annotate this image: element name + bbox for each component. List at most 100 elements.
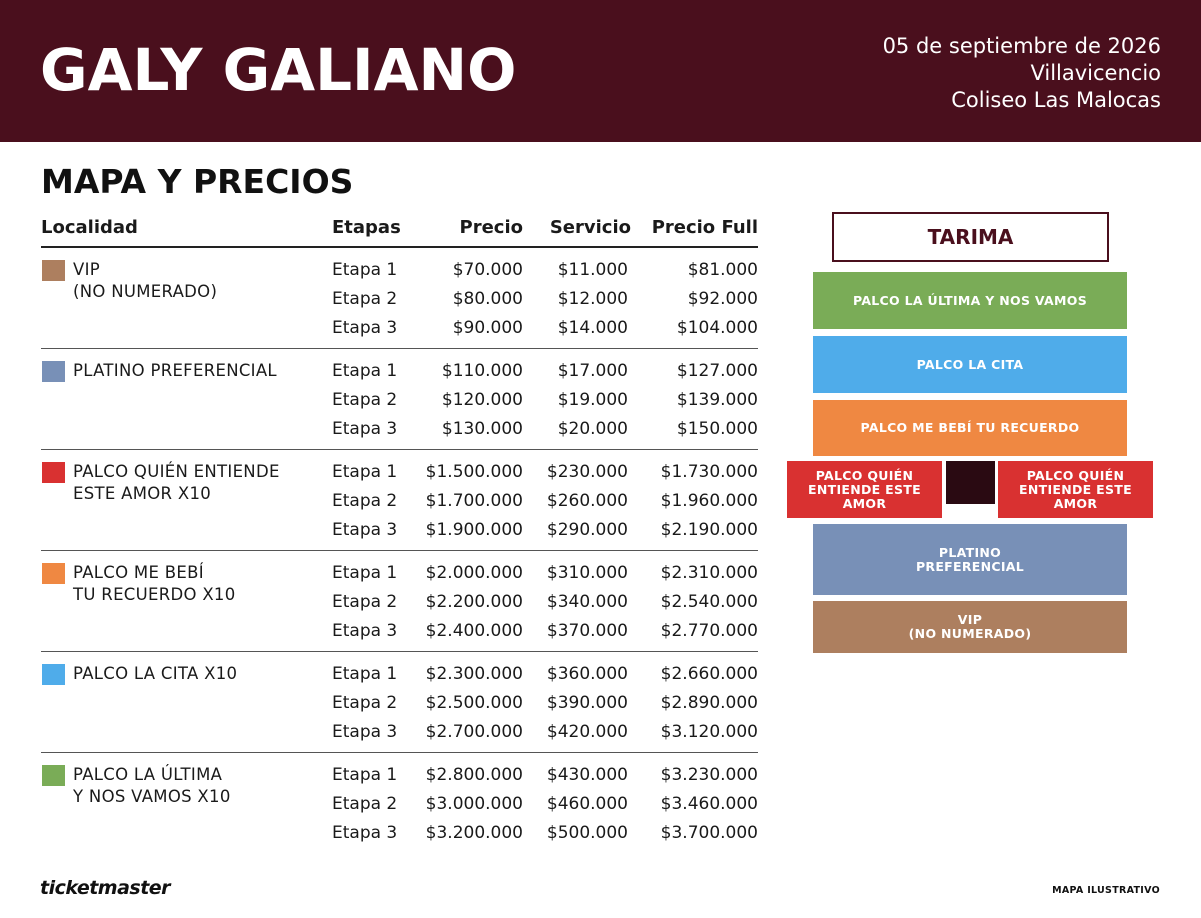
locality-name: PLATINO PREFERENCIAL	[73, 361, 277, 380]
zone-palco-quien-left[interactable]: PALCO QUIÉN ENTIENDE ESTE AMOR	[787, 461, 942, 518]
table-row: Etapa 1 $70.000 $11.000 $81.000	[41, 256, 758, 285]
etapa-cell: Etapa 2	[332, 491, 398, 511]
zone-palco-ultima[interactable]: PALCO LA ÚLTIMA Y NOS VAMOS	[813, 272, 1127, 329]
table-header: Localidad Etapas Precio Servicio Precio …	[41, 212, 758, 248]
etapa-cell: Etapa 3	[332, 419, 398, 439]
precio-full-cell: $2.770.000	[660, 621, 758, 641]
locality-name: VIP (NO NUMERADO)	[73, 260, 218, 301]
etapa-cell: Etapa 3	[332, 823, 398, 843]
table-row: Etapa 2$2.500.000$390.000$2.890.000	[41, 689, 758, 718]
precio-cell: $80.000	[452, 289, 523, 309]
etapa-cell: Etapa 1	[332, 462, 398, 482]
col-header-precio-full: Precio Full	[651, 217, 758, 238]
etapa-cell: Etapa 1	[332, 765, 398, 785]
precio-full-cell: $1.730.000	[660, 462, 758, 482]
event-header: GALY GALIANO 05 de septiembre de 2026 Vi…	[0, 0, 1201, 142]
col-header-precio: Precio	[459, 217, 523, 238]
event-date: 05 de septiembre de 2026	[882, 34, 1161, 58]
table-row: Etapa 1$2.300.000$360.000$2.660.000	[41, 660, 758, 689]
locality-group: PLATINO PREFERENCIAL Etapa 1 $110.000 $17.0…	[41, 349, 758, 450]
etapa-cell: Etapa 2	[332, 794, 398, 814]
servicio-cell: $19.000	[557, 390, 628, 410]
etapa-cell: Etapa 2	[332, 693, 398, 713]
table-row: Etapa 3$1.900.000$290.000$2.190.000	[41, 516, 758, 545]
etapa-cell: Etapa 3	[332, 520, 398, 540]
zone-vip[interactable]: VIP (NO NUMERADO)	[813, 601, 1127, 653]
precio-cell: $2.700.000	[425, 722, 523, 742]
locality-name: PALCO LA ÚLTIMA Y NOS VAMOS X10	[73, 765, 231, 806]
precio-cell: $120.000	[441, 390, 523, 410]
table-row: Etapa 1$2.000.000$310.000$2.310.000	[41, 559, 758, 588]
zone-palco-quien-right[interactable]: PALCO QUIÉN ENTIENDE ESTE AMOR	[998, 461, 1153, 518]
zone-palco-bebi[interactable]: PALCO ME BEBÍ TU RECUERDO	[813, 400, 1127, 456]
precio-full-cell: $92.000	[687, 289, 758, 309]
locality-group: PALCO LA ÚLTIMA Y NOS VAMOS X10 Etapa 1 $2…	[41, 753, 758, 853]
servicio-cell: $11.000	[557, 260, 628, 280]
precio-cell: $110.000	[441, 361, 523, 381]
locality-name: PALCO LA CITA X10	[73, 664, 238, 683]
etapa-cell: Etapa 3	[332, 621, 398, 641]
table-row: Etapa 2$1.700.000$260.000$1.960.000	[41, 487, 758, 516]
table-row: Etapa 3$90.000$14.000$104.000	[41, 314, 758, 343]
servicio-cell: $420.000	[546, 722, 628, 742]
price-table: Localidad Etapas Precio Servicio Precio …	[41, 212, 758, 853]
servicio-cell: $260.000	[546, 491, 628, 511]
servicio-cell: $500.000	[546, 823, 628, 843]
precio-cell: $2.300.000	[425, 664, 523, 684]
table-row: Etapa 1$110.000$17.000$127.000	[41, 357, 758, 386]
etapa-cell: Etapa 1	[332, 260, 398, 280]
locality-name: PALCO ME BEBÍ TU RECUERDO X10	[73, 563, 236, 604]
servicio-cell: $340.000	[546, 592, 628, 612]
precio-cell: $90.000	[452, 318, 523, 338]
col-header-servicio: Servicio	[549, 217, 631, 238]
precio-full-cell: $2.890.000	[660, 693, 758, 713]
locality-color-swatch	[42, 664, 65, 685]
precio-cell: $2.000.000	[425, 563, 523, 583]
servicio-cell: $430.000	[546, 765, 628, 785]
servicio-cell: $460.000	[546, 794, 628, 814]
ticketmaster-logo: ticketmaster	[40, 877, 171, 899]
servicio-cell: $230.000	[546, 462, 628, 482]
artist-name: GALY GALIANO	[40, 36, 517, 104]
etapa-cell: Etapa 2	[332, 390, 398, 410]
precio-cell: $1.500.000	[425, 462, 523, 482]
precio-cell: $2.800.000	[425, 765, 523, 785]
table-row: Etapa 1 $2.800.000 $430.000 $3.230.000	[41, 761, 758, 790]
etapa-cell: Etapa 3	[332, 722, 398, 742]
servicio-cell: $17.000	[557, 361, 628, 381]
precio-cell: $2.200.000	[425, 592, 523, 612]
map-disclaimer: MAPA ILUSTRATIVO	[1052, 885, 1160, 896]
etapa-cell: Etapa 1	[332, 664, 398, 684]
precio-cell: $70.000	[452, 260, 523, 280]
servicio-cell: $370.000	[546, 621, 628, 641]
precio-full-cell: $139.000	[676, 390, 758, 410]
precio-cell: $3.000.000	[425, 794, 523, 814]
venue-map: TARIMA PALCO LA ÚLTIMA Y NOS VAMOS PALCO…	[785, 212, 1155, 657]
precio-full-cell: $3.230.000	[660, 765, 758, 785]
table-row: Etapa 3$130.000$20.000$150.000	[41, 415, 758, 444]
precio-full-cell: $81.000	[687, 260, 758, 280]
table-row: Etapa 2$2.200.000$340.000$2.540.000	[41, 588, 758, 617]
precio-cell: $3.200.000	[425, 823, 523, 843]
locality-color-swatch	[42, 361, 65, 382]
table-row: Etapa 3 $2.400.000 $370.000 $2.770.000	[41, 617, 758, 646]
precio-cell: $2.400.000	[425, 621, 523, 641]
locality-color-swatch	[42, 765, 65, 786]
zone-palco-cita[interactable]: PALCO LA CITA	[813, 336, 1127, 393]
etapa-cell: Etapa 1	[332, 563, 398, 583]
table-row: Etapa 2$80.000$12.000$92.000	[41, 285, 758, 314]
precio-full-cell: $2.660.000	[660, 664, 758, 684]
col-header-etapas: Etapas	[332, 217, 401, 238]
zone-platino[interactable]: PLATINO PREFERENCIAL	[813, 524, 1127, 595]
table-body: VIP (NO NUMERADO) Etapa 1 $70.000 $11.000 $8…	[41, 248, 758, 853]
precio-full-cell: $3.460.000	[660, 794, 758, 814]
locality-color-swatch	[42, 260, 65, 281]
event-venue: Coliseo Las Malocas	[951, 88, 1161, 112]
zone-center-block	[946, 461, 995, 504]
precio-full-cell: $2.190.000	[660, 520, 758, 540]
etapa-cell: Etapa 1	[332, 361, 398, 381]
precio-cell: $1.900.000	[425, 520, 523, 540]
etapa-cell: Etapa 2	[332, 289, 398, 309]
